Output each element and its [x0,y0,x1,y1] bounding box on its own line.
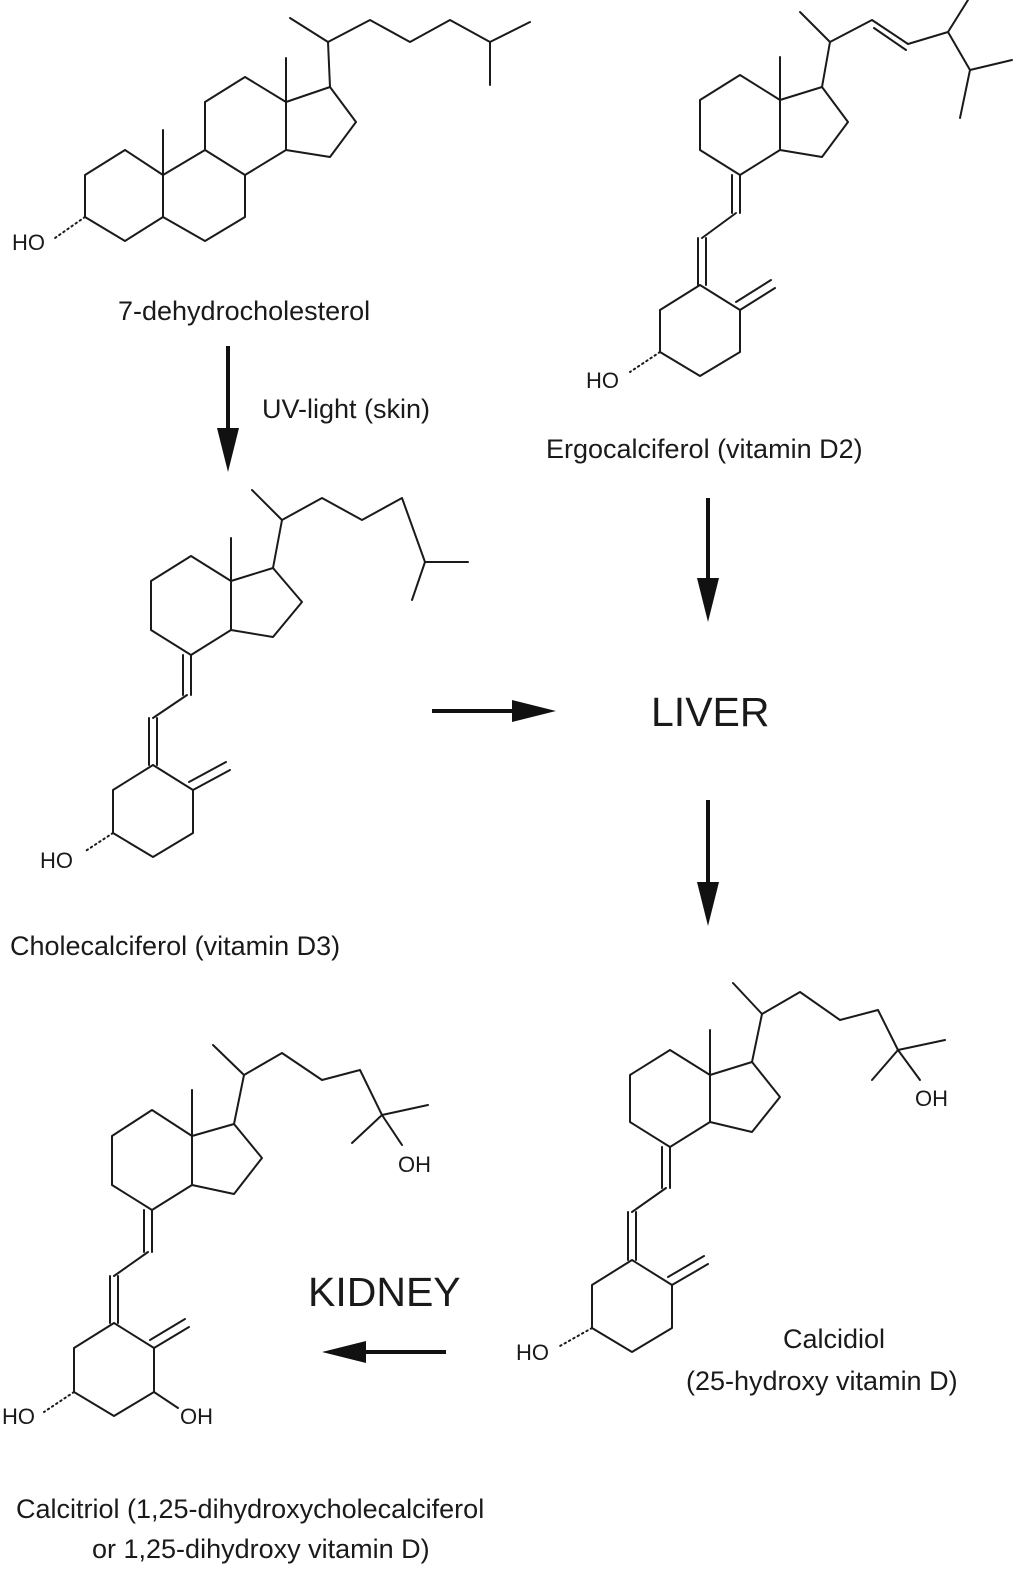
ergocalciferol-ho-label: HO [586,368,619,393]
dehydrocholesterol-name: 7-dehydrocholesterol [118,296,370,326]
calcitriol-name-line2: or 1,25-dihydroxy vitamin D) [92,1534,430,1564]
calcitriol-structure: OH OH HO [2,1044,431,1429]
ergocalciferol-to-liver-arrow [697,498,719,622]
calcitriol-chain-oh-label: OH [398,1152,431,1177]
ergocalciferol-name: Ergocalciferol (vitamin D2) [546,434,863,464]
calcitriol-name-line1: Calcitriol (1,25-dihydroxycholecalcifero… [16,1494,484,1524]
uv-step-label: UV-light (skin) [262,394,430,424]
calcitriol-ho-label: HO [2,1404,35,1429]
calcidiol-structure: OH HO [516,982,948,1365]
dehydrocholesterol-ho-label: HO [12,230,45,255]
cholecalciferol-structure: HO [40,489,469,873]
calcidiol-oh-label: OH [915,1086,948,1111]
kidney-label: KIDNEY [308,1269,461,1315]
calcidiol-ho-label: HO [516,1340,549,1365]
ergocalciferol-structure: HO [586,0,1013,393]
dehydrocholesterol-structure: HO [12,17,531,255]
calcidiol-name-line1: Calcidiol [783,1324,885,1354]
liver-label: LIVER [651,689,770,735]
calcidiol-name-line2: (25-hydroxy vitamin D) [686,1366,958,1396]
cholecalciferol-ho-label: HO [40,848,73,873]
liver-to-calcidiol-arrow [697,800,719,926]
cholecalciferol-to-liver-arrow [432,700,556,722]
calcitriol-ring-oh-label: OH [180,1404,213,1429]
calcidiol-to-calcitriol-arrow [322,1341,446,1363]
uv-arrow [217,346,239,472]
cholecalciferol-name: Cholecalciferol (vitamin D3) [10,931,340,961]
